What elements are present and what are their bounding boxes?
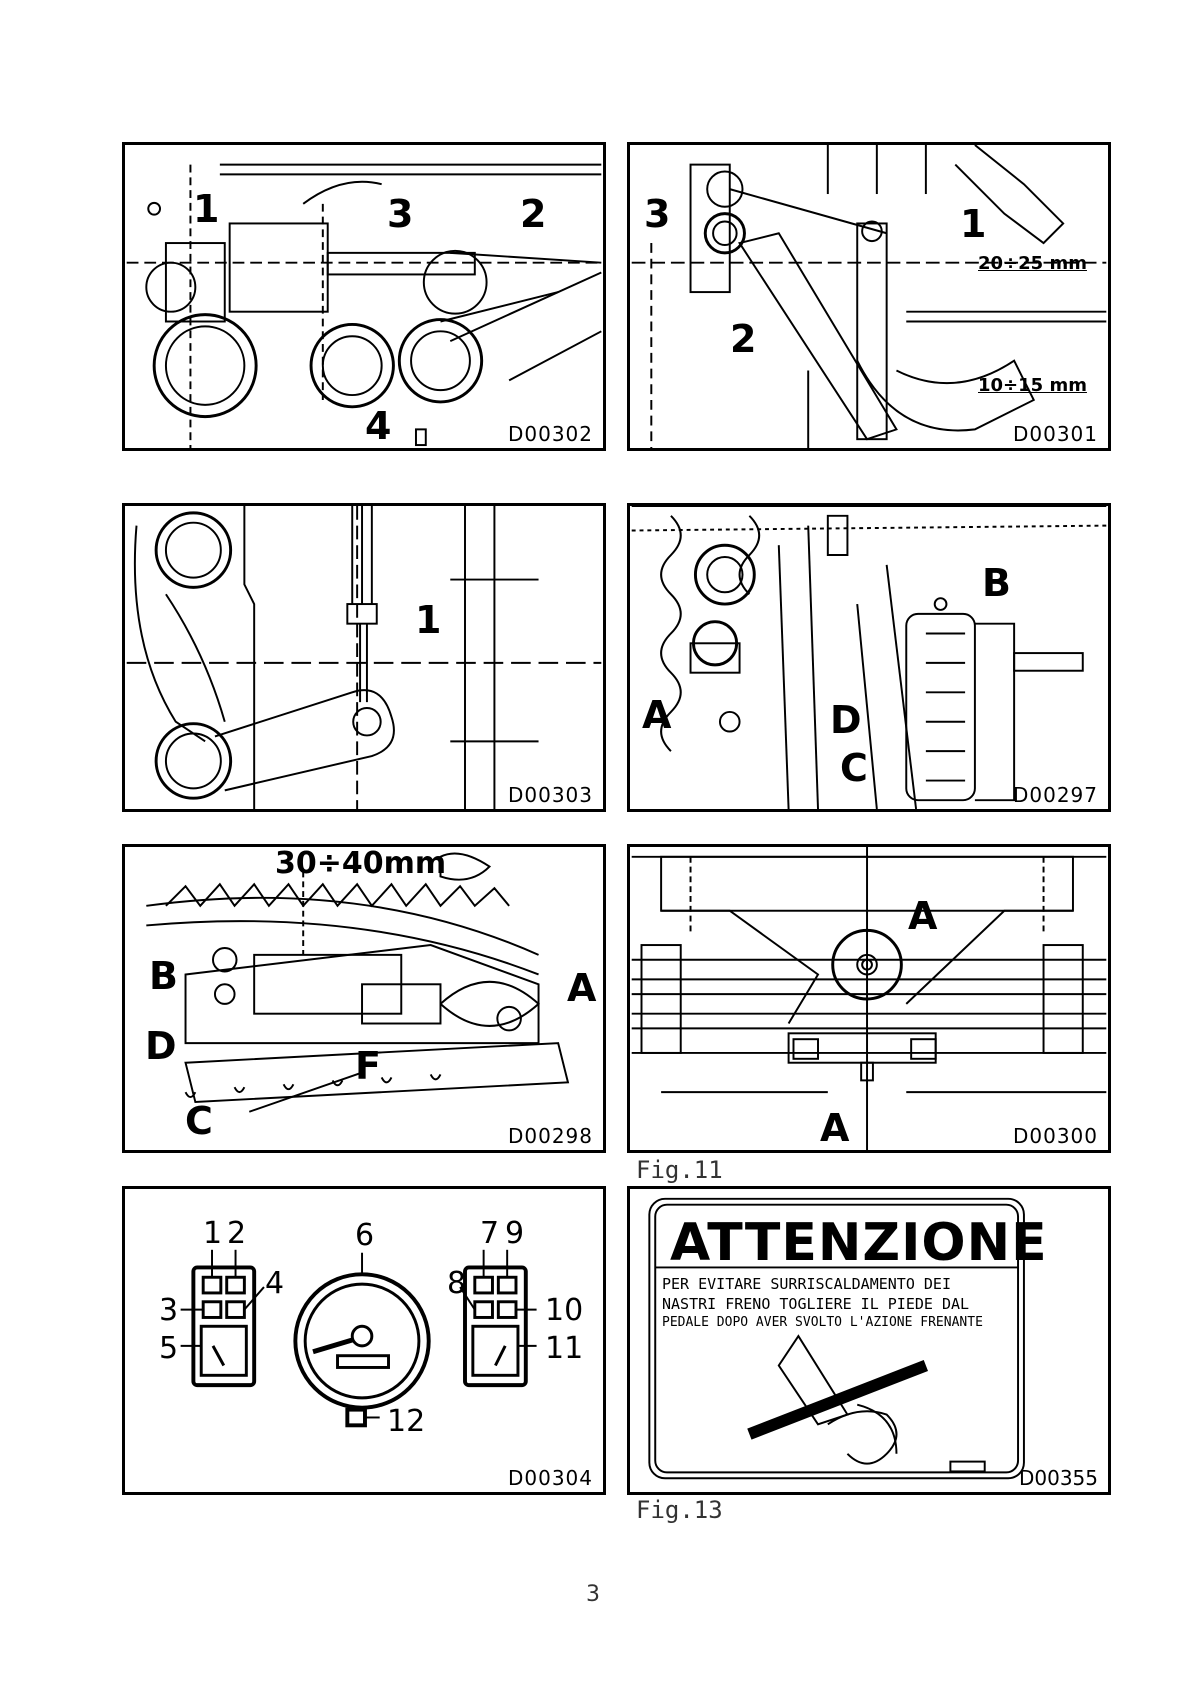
drawing-code: D00301: [1013, 424, 1098, 444]
callout-label: F: [355, 1047, 381, 1085]
warning-text-line: PER EVITARE SURRISCALDAMENTO DEI: [662, 1275, 951, 1293]
callout-label: 12: [387, 1407, 425, 1437]
undercarriage-plug-drawing: [630, 847, 1108, 1150]
callout-label: B: [982, 564, 1011, 602]
figure-panel-d00300: A A D00300: [627, 844, 1111, 1153]
figure-caption: Fig.13: [636, 1496, 723, 1524]
brake-pedal-lever-drawing: [630, 145, 1108, 448]
callout-label: 1: [960, 205, 986, 243]
figure-caption: Fig.11: [636, 1156, 723, 1184]
figure-panel-d00355: ATTENZIONE PER EVITARE SURRISCALDAMENTO …: [627, 1186, 1111, 1495]
callout-label: 10: [545, 1296, 583, 1326]
figure-panel-d00303: 1 D00303: [122, 503, 606, 812]
callout-label: 7: [480, 1219, 499, 1249]
callout-label: A: [908, 897, 937, 935]
engine-brake-assembly-drawing: [630, 506, 1108, 809]
measure-label: 30÷40mm: [275, 849, 446, 879]
callout-label: 11: [545, 1334, 583, 1364]
callout-label: D: [830, 701, 862, 739]
callout-label: 6: [355, 1221, 374, 1251]
drawing-code: D00297: [1013, 785, 1098, 805]
callout-label: 3: [644, 195, 670, 233]
callout-label: C: [840, 749, 868, 787]
callout-label: C: [185, 1102, 213, 1140]
drawing-code: D00300: [1013, 1126, 1098, 1146]
warning-text-line: PEDALE DOPO AVER SVOLTO L'AZIONE FRENANT…: [662, 1315, 983, 1330]
callout-label: 2: [520, 195, 546, 233]
warning-title: ATTENZIONE: [670, 1213, 1048, 1273]
figure-panel-d00304: 1 2 6 7 9 3 4 8 10 5 11 12 D00304: [122, 1186, 606, 1495]
callout-label: 3: [159, 1296, 178, 1326]
callout-label: 2: [730, 320, 756, 358]
callout-label: 4: [265, 1269, 284, 1299]
callout-label: A: [567, 969, 596, 1007]
measure-handle-travel: 20÷25 mm: [978, 253, 1087, 274]
drawing-code: D00355: [1019, 1468, 1098, 1488]
callout-label: A: [820, 1109, 849, 1147]
callout-label: 1: [415, 601, 441, 639]
drawing-code: D00303: [508, 785, 593, 805]
callout-label: 9: [505, 1219, 524, 1249]
drawing-code: D00298: [508, 1126, 593, 1146]
callout-label: D: [145, 1027, 177, 1065]
callout-label: 3: [387, 195, 413, 233]
callout-label: 2: [227, 1219, 246, 1249]
figure-panel-d00298: 30÷40mm B D F C A D00298: [122, 844, 606, 1153]
drawing-code: D00302: [508, 424, 593, 444]
callout-label: 5: [159, 1334, 178, 1364]
callout-label: 4: [365, 407, 391, 445]
figure-panel-d00301: 3 1 2 20÷25 mm 10÷15 mm D00301: [627, 142, 1111, 451]
pedal-rod-adjustment-drawing: [125, 506, 603, 809]
callout-label: 1: [203, 1219, 222, 1249]
warning-text-line: NASTRI FRENO TOGLIERE IL PIEDE DAL: [662, 1295, 969, 1313]
callout-label: A: [642, 696, 671, 734]
callout-label: 1: [193, 190, 219, 228]
callout-label: 8: [447, 1269, 466, 1299]
page-number: 3: [586, 1582, 600, 1607]
figure-panel-d00302: 1 3 2 4 D00302: [122, 142, 606, 451]
callout-label: B: [149, 957, 178, 995]
figure-panel-d00297: B A D C D00297: [627, 503, 1111, 812]
drawing-code: D00304: [508, 1468, 593, 1488]
measure-pedal-travel: 10÷15 mm: [978, 375, 1087, 396]
